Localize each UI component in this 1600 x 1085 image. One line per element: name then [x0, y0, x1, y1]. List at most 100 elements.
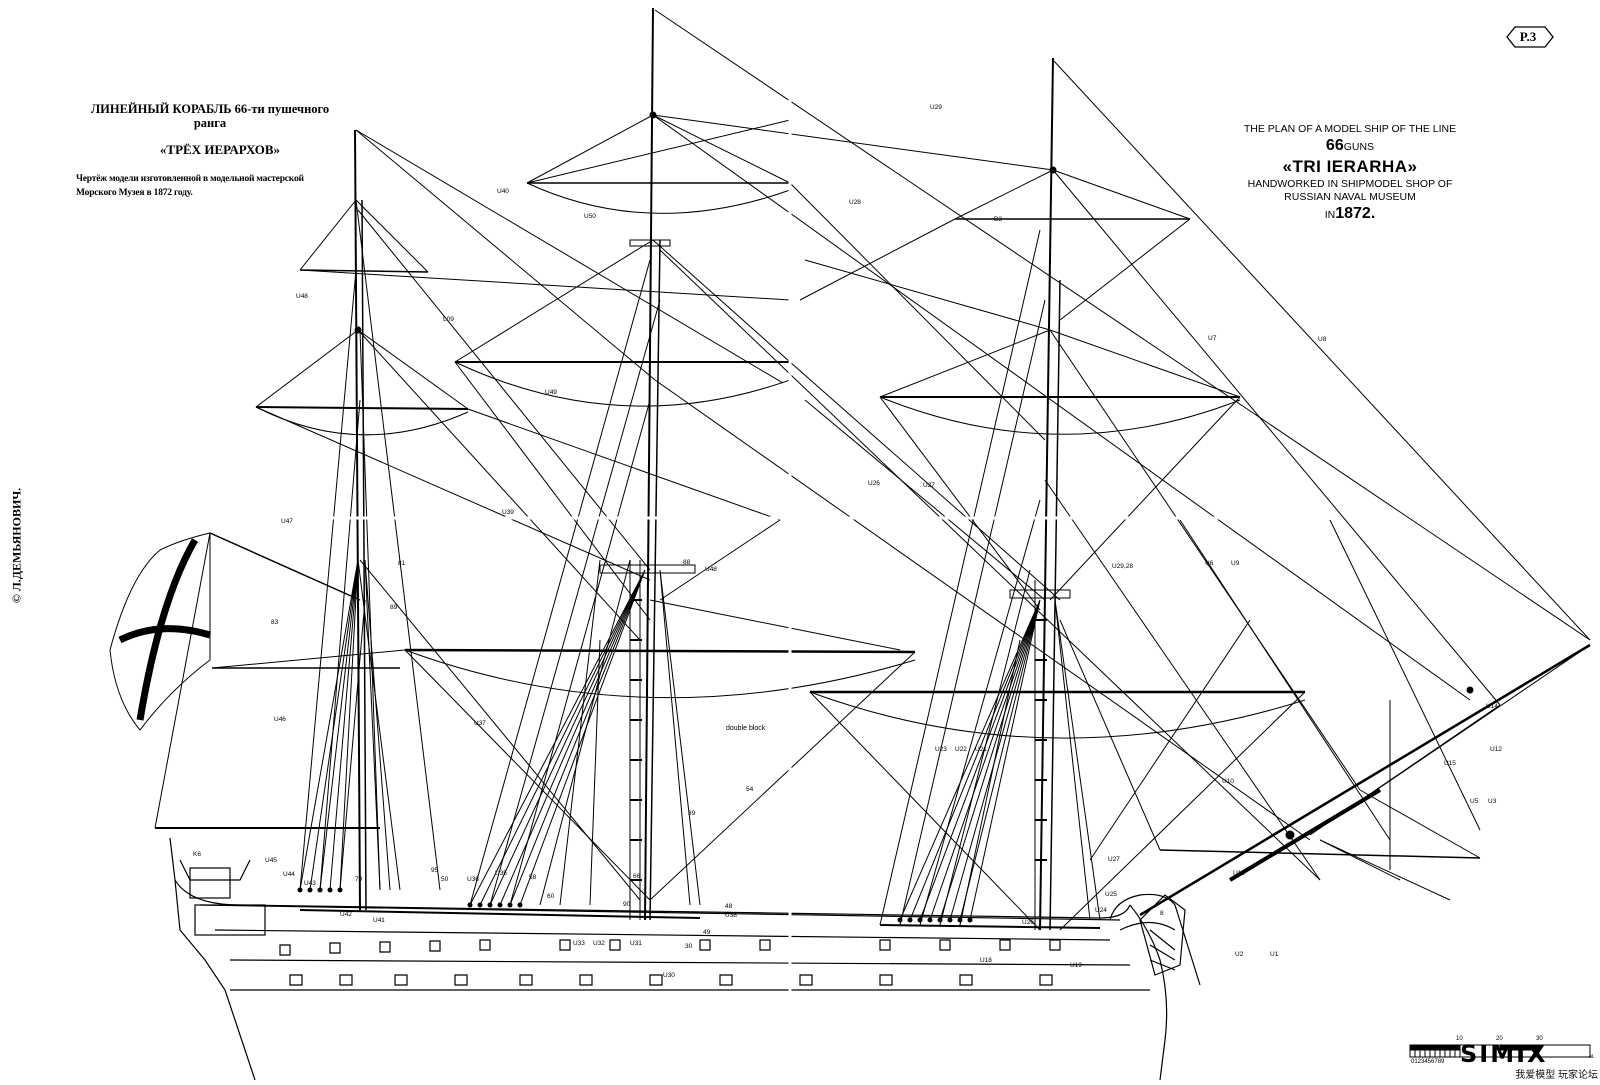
rigging-label: U27: [923, 482, 935, 489]
rigging-label: U10: [1222, 778, 1234, 785]
rigging-label: U19: [1070, 962, 1082, 969]
rigging-label: 95: [431, 867, 439, 874]
rigging-label: U26: [868, 480, 880, 487]
rigging-label: U32: [593, 940, 605, 947]
rigging-label: U3: [1488, 798, 1497, 805]
rigging-label: 83: [271, 619, 279, 626]
rigging-label: U33: [573, 940, 585, 947]
rigging-label: U6: [1205, 560, 1214, 567]
rigging-label: L09: [443, 316, 454, 323]
rigging-label: U45: [265, 857, 277, 864]
rigging-label: U42: [340, 911, 352, 918]
rigging-label: 58: [529, 874, 537, 881]
rigging-label: U24: [1095, 907, 1107, 914]
scale-mark: 30: [1536, 1036, 1543, 1042]
deadeyes: [297, 111, 1474, 923]
rigging-label: U22: [955, 746, 967, 753]
watermark-caption: 我爱模型 玩家论坛: [1515, 1070, 1598, 1081]
bowsprit: [1139, 643, 1591, 917]
hull: [169, 837, 1201, 1081]
rigging-label: 79: [355, 876, 363, 883]
russian-title: ЛИНЕЙНЫЙ КОРАБЛЬ 66-ти пушечного ранга: [60, 102, 360, 130]
english-title: THE PLAN OF A MODEL SHIP OF THE LINE 66G…: [1230, 123, 1470, 224]
rigging-label: U15: [1444, 760, 1456, 767]
russian-title-line2: ранга: [193, 116, 227, 130]
scale-mark: 10: [1456, 1036, 1463, 1042]
rigging-label: U35: [495, 870, 507, 877]
rigging-label: U36: [467, 876, 479, 883]
rigging-label: 54: [746, 786, 754, 793]
rigging-label: U2: [1235, 951, 1244, 958]
watermark-logo: SIMIX: [1460, 1040, 1548, 1068]
copyright-note: © Л.ДЕМЬЯНОВИЧ.: [2, 478, 32, 618]
rigging-label: U12: [1490, 746, 1502, 753]
rigging-label: U7: [1208, 335, 1217, 342]
russian-subtitle-line1: Чертёж модели изготовленной в модельной …: [76, 174, 304, 184]
rigging-label: U49: [545, 389, 557, 396]
rigging-label: 30: [685, 943, 693, 950]
copyright-text: © Л.ДЕМЬЯНОВИЧ.: [9, 487, 24, 604]
rigging-label: U1: [1270, 951, 1279, 958]
rigging-label: U43: [304, 880, 316, 887]
rigging-label: U48: [705, 566, 717, 573]
rigging-label: 8: [1160, 910, 1164, 917]
page-number-badge: P.3: [1505, 26, 1551, 48]
russian-subtitle: Чертёж модели изготовленной в модельной …: [76, 172, 316, 200]
double-block-annotation: double block: [726, 725, 766, 732]
rigging-label: U50: [584, 213, 596, 220]
stays: [154, 9, 1591, 931]
rigging-label: U18: [980, 957, 992, 964]
scale-unit: м.: [1589, 1054, 1595, 1060]
rigging-label: U46: [274, 716, 286, 723]
english-year-value: 1872.: [1335, 205, 1376, 222]
scale-bar: [1409, 1044, 1591, 1058]
rigging-label: U28: [849, 199, 861, 206]
rigging-label: 89: [390, 604, 398, 611]
rigging-label: U9: [1231, 560, 1240, 567]
rigging-label: 49: [703, 929, 711, 936]
russian-title-line1: ЛИНЕЙНЫЙ КОРАБЛЬ 66-ти пушечного: [90, 102, 330, 116]
english-guns-number: 66: [1325, 137, 1344, 154]
rigging-label: U8: [1318, 336, 1327, 343]
rigging-label: K6: [193, 851, 201, 858]
rigging-label: U31: [630, 940, 642, 947]
english-guns-unit: GUNS: [1343, 141, 1375, 153]
rigging-label: 60: [547, 893, 555, 900]
english-title-line1: THE PLAN OF A MODEL SHIP OF THE LINE: [1243, 123, 1457, 135]
page-number: P.3: [1519, 29, 1537, 44]
english-year-prefix: IN: [1324, 209, 1336, 221]
english-title-line3: HANDWORKED IN SHIPMODEL SHOP OF: [1247, 178, 1453, 190]
rigging-label: U5: [1470, 798, 1479, 805]
rigging-label: U38: [725, 912, 737, 919]
rigging-label: U37: [474, 720, 486, 727]
rigging-label: 50: [441, 876, 449, 883]
rigging-label: U23: [935, 746, 947, 753]
rigging-label: U26: [1022, 919, 1034, 926]
rigging-label: 48: [725, 903, 733, 910]
rigging-label: U30: [663, 972, 675, 979]
rigging-label: U11: [1233, 870, 1245, 877]
rigging-label: 81: [398, 560, 406, 567]
fore-mast: [810, 57, 1481, 931]
rigging-label: U40: [497, 188, 509, 195]
rigging-label: U44: [283, 871, 295, 878]
rigging-label: B3: [994, 216, 1002, 223]
rigging-label: 39: [688, 810, 696, 817]
russian-ship-name: «ТРЁХ ИЕРАРХОВ»: [159, 142, 281, 157]
rigging-label: U21: [975, 746, 987, 753]
rigging-label: U27: [1108, 856, 1120, 863]
rigging-label: U29: [930, 104, 942, 111]
english-ship-name: «TRI IERARHA»: [1282, 157, 1418, 176]
english-guns: 66GUNS: [1230, 136, 1470, 156]
rigging-label: 88: [683, 559, 691, 566]
rigging-label: U47: [281, 518, 293, 525]
main-mast: [404, 7, 916, 921]
scale-mark: 20: [1496, 1036, 1503, 1042]
rigging-label: U39: [502, 509, 514, 516]
mizzen-mast: [109, 129, 469, 911]
russian-subtitle-line2: Морского Музея в 1872 году.: [76, 188, 193, 198]
rigging-label: U48: [296, 293, 308, 300]
rigging-label: U41: [373, 917, 385, 924]
scale-digits: 0123456789: [1411, 1059, 1445, 1065]
